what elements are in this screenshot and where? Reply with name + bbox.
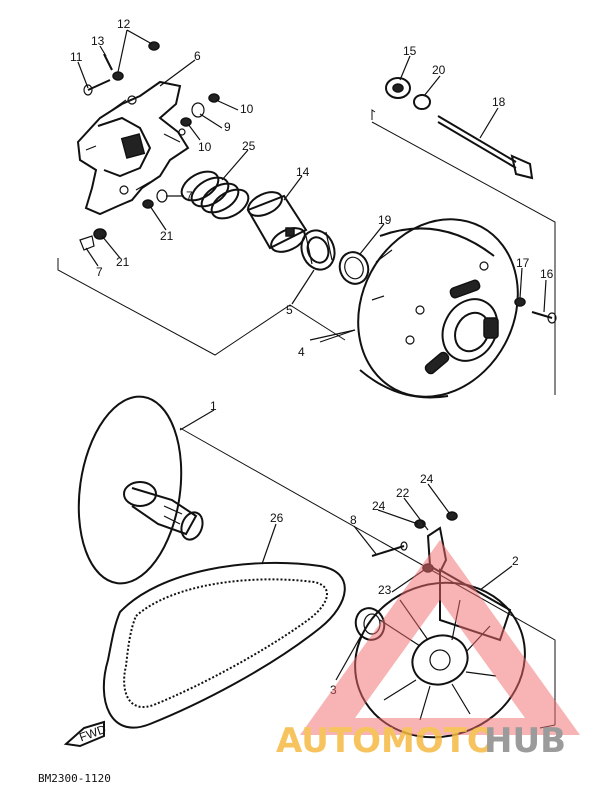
callout-6: 6 [194,49,201,63]
part-24-nuts [414,511,458,529]
leader-lines [77,29,547,681]
callout-14: 14 [296,165,310,179]
part-20-washer [413,94,431,110]
callout-7b: 7 [96,265,103,279]
callout-1: 1 [210,399,217,413]
part-7-21-sliders [79,189,168,251]
callout-10b: 10 [198,140,212,154]
callout-13: 13 [91,34,105,48]
callout-15: 15 [403,44,417,58]
part-8-pin [371,541,408,557]
callout-labels: 12 13 11 6 10 9 10 25 14 7 21 21 7 5 4 1… [70,17,554,697]
watermark-triangle [300,540,580,735]
callout-16: 16 [540,267,554,281]
callout-10a: 10 [240,102,254,116]
part-17-washer [514,297,526,307]
callout-18: 18 [492,95,506,109]
group-boundary-upper [57,109,556,395]
callout-12: 12 [117,17,131,31]
callout-17: 17 [516,256,530,270]
callout-4: 4 [298,345,305,359]
part-14-collar [246,191,308,253]
part-18-long-bolt [437,115,534,180]
part-13-pin [103,53,113,71]
callout-24b: 24 [420,472,434,486]
part-9-10-rollers [178,93,220,136]
watermark-logo: AUTOMOTO HUB [276,540,580,761]
callout-7a: 7 [186,189,193,203]
watermark-text-automoto: AUTOMOTO [276,721,496,761]
callout-25: 25 [242,139,256,153]
callout-23: 23 [378,583,392,597]
part-26-belt [102,561,346,729]
watermark-text-hub: HUB [484,721,566,761]
part-5-bearing [300,229,336,271]
callout-5: 5 [286,303,293,317]
callout-2: 2 [512,554,519,568]
part-4-clutch-housing [357,218,519,399]
callout-26: 26 [270,511,284,525]
part-19-sleeve [338,251,370,285]
callout-11: 11 [70,50,83,64]
callout-8: 8 [350,513,357,527]
callout-22: 22 [396,486,410,500]
callout-20: 20 [432,63,446,77]
part-6-cam-spider [76,80,190,216]
part-1-sheave [77,395,204,585]
drawing-code: BM2300-1120 [38,772,111,785]
callout-24a: 24 [372,499,386,513]
callout-19: 19 [378,213,392,227]
part-11-bolt [83,79,111,96]
callout-9: 9 [224,120,231,134]
part-16-bolt [531,311,557,324]
part-15-nut [385,77,411,99]
fwd-arrow: FWD [63,720,108,748]
callout-21b: 21 [116,255,130,269]
callout-21a: 21 [160,229,174,243]
